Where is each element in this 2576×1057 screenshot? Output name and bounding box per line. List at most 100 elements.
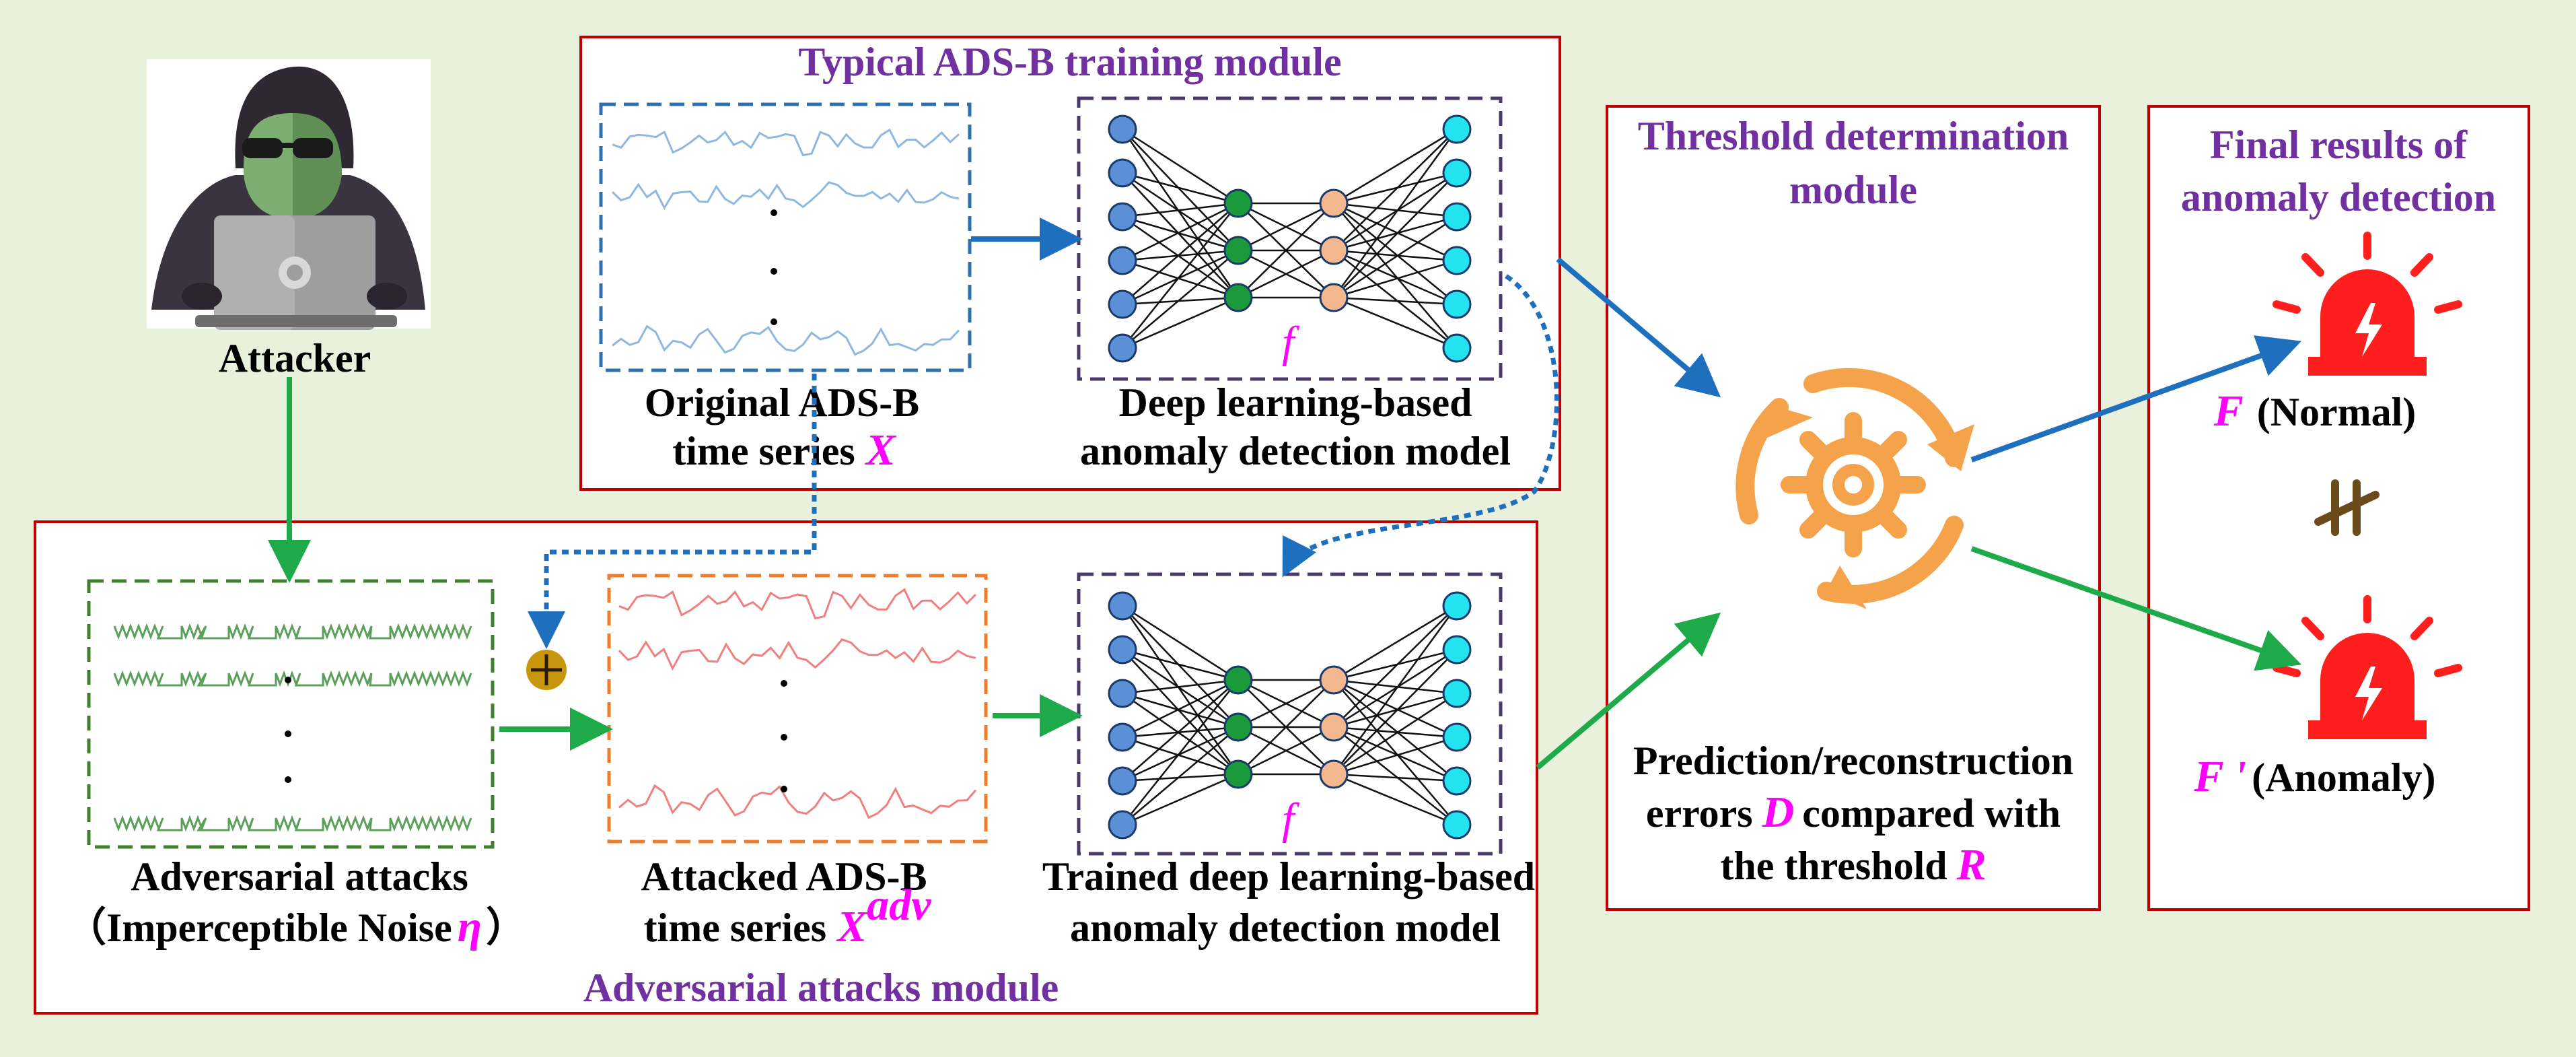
nn-connection bbox=[1333, 649, 1458, 775]
nn-node bbox=[1319, 759, 1349, 789]
nn-connection bbox=[1333, 679, 1458, 782]
nn-node bbox=[1223, 283, 1253, 312]
nn-connection bbox=[1333, 648, 1458, 681]
adversarial-module-box bbox=[34, 520, 1538, 1015]
series-line bbox=[612, 325, 960, 356]
attacker-label: Attacker bbox=[219, 336, 371, 380]
nn-node bbox=[1223, 712, 1253, 742]
nn-node bbox=[1442, 114, 1472, 144]
nn-node bbox=[1442, 158, 1472, 188]
nn-node bbox=[1442, 333, 1472, 363]
nn-connection bbox=[1333, 202, 1458, 218]
nn-connection bbox=[1121, 605, 1240, 775]
nn-connection bbox=[1122, 296, 1239, 306]
nn-connection bbox=[1333, 736, 1458, 776]
nn-connection bbox=[1122, 726, 1239, 739]
alarm-normal-icon bbox=[2273, 232, 2462, 376]
nn-node bbox=[1108, 635, 1137, 664]
hooded-hacker-icon bbox=[147, 59, 431, 330]
nn-node bbox=[1319, 665, 1349, 695]
noise-line bbox=[113, 623, 472, 640]
adversarial-module-title: Adversarial attacks module bbox=[583, 965, 1059, 1010]
nn-connection bbox=[1122, 202, 1239, 218]
dotted-arrow-original-to-add bbox=[528, 374, 817, 649]
noise-line bbox=[113, 670, 472, 687]
nn-connection bbox=[1238, 203, 1334, 298]
nn-node bbox=[1442, 766, 1472, 796]
nn-connection bbox=[1122, 259, 1239, 299]
nn-node bbox=[1108, 679, 1137, 708]
not-equal-symbol bbox=[2314, 479, 2380, 536]
nn-connection bbox=[1122, 249, 1239, 306]
series-line bbox=[618, 588, 977, 620]
trained-neural-network bbox=[1108, 591, 1472, 840]
anomaly-result-label: F '(Anomaly) bbox=[2194, 752, 2436, 801]
nn-connection bbox=[1122, 215, 1239, 299]
nn-node bbox=[1319, 236, 1349, 265]
original-series-box bbox=[599, 102, 972, 372]
nn-connection bbox=[1122, 128, 1239, 205]
series-line bbox=[618, 638, 976, 671]
nn-connection bbox=[1333, 726, 1458, 825]
nn-connection bbox=[1122, 679, 1239, 695]
noise-series-lines bbox=[113, 623, 472, 832]
training-module-title: Typical ADS-B training module bbox=[798, 40, 1341, 84]
nn-node bbox=[1223, 236, 1253, 265]
nn-connection bbox=[1333, 296, 1458, 306]
nn-node bbox=[1108, 289, 1137, 319]
nn-node bbox=[1319, 189, 1349, 218]
threshold-module-title-line2: module bbox=[1789, 168, 1917, 212]
nn-node bbox=[1442, 202, 1472, 232]
nn-node bbox=[1223, 759, 1253, 789]
trained-model-label-line1: Trained deep learning-based bbox=[1042, 854, 1535, 899]
nn-node bbox=[1108, 591, 1137, 621]
nn-connection bbox=[1122, 679, 1239, 739]
training-neural-network bbox=[1108, 114, 1472, 363]
nn-node bbox=[1108, 722, 1137, 752]
arrow-threshold-to-anomaly bbox=[1970, 546, 2302, 671]
nn-connection bbox=[1122, 605, 1239, 681]
nn-connection bbox=[1122, 249, 1239, 262]
nn-connection bbox=[1333, 203, 1458, 305]
nn-connection bbox=[1122, 172, 1239, 252]
nn-connection bbox=[1333, 215, 1458, 252]
nn-connection bbox=[1333, 215, 1458, 299]
nn-connection bbox=[1333, 605, 1458, 681]
nn-connection bbox=[1333, 773, 1458, 826]
noise-line bbox=[113, 815, 472, 832]
nn-connection bbox=[1332, 129, 1458, 298]
nn-node bbox=[1319, 712, 1349, 742]
nn-connection bbox=[1122, 296, 1239, 349]
nn-connection bbox=[1122, 692, 1239, 728]
nn-connection bbox=[1333, 726, 1458, 739]
original-series-ellipsis bbox=[771, 209, 777, 325]
nn-connection bbox=[1238, 679, 1334, 775]
nn-node bbox=[1108, 333, 1137, 363]
nn-node bbox=[1442, 679, 1472, 708]
training-model-label-line1: Deep learning-based bbox=[1119, 380, 1472, 425]
threshold-module-title-line1: Threshold determination bbox=[1638, 114, 2069, 158]
nn-connection bbox=[1333, 726, 1458, 782]
nn-connection bbox=[1333, 128, 1458, 205]
nn-connection bbox=[1238, 202, 1334, 252]
dotted-arrow-model-to-trained bbox=[1282, 274, 1559, 578]
training-model-label-line2: anomaly detection model bbox=[1080, 429, 1511, 473]
results-module-title-line1: Final results of bbox=[2210, 123, 2468, 167]
nn-connection bbox=[1333, 172, 1458, 205]
nn-connection bbox=[1122, 172, 1239, 298]
series-line bbox=[618, 784, 977, 819]
attacked-series-ellipsis bbox=[781, 680, 787, 792]
nn-connection bbox=[1122, 773, 1239, 782]
nn-connection bbox=[1333, 249, 1458, 262]
nn-connection bbox=[1122, 679, 1239, 782]
nn-connection bbox=[1122, 250, 1239, 349]
nn-connection bbox=[1333, 202, 1458, 262]
original-series-label-line1: Original ADS-B bbox=[645, 380, 919, 425]
nn-connection bbox=[1122, 726, 1239, 782]
training-module-box bbox=[579, 36, 1561, 491]
normal-result-label: F(Normal) bbox=[2213, 386, 2417, 436]
